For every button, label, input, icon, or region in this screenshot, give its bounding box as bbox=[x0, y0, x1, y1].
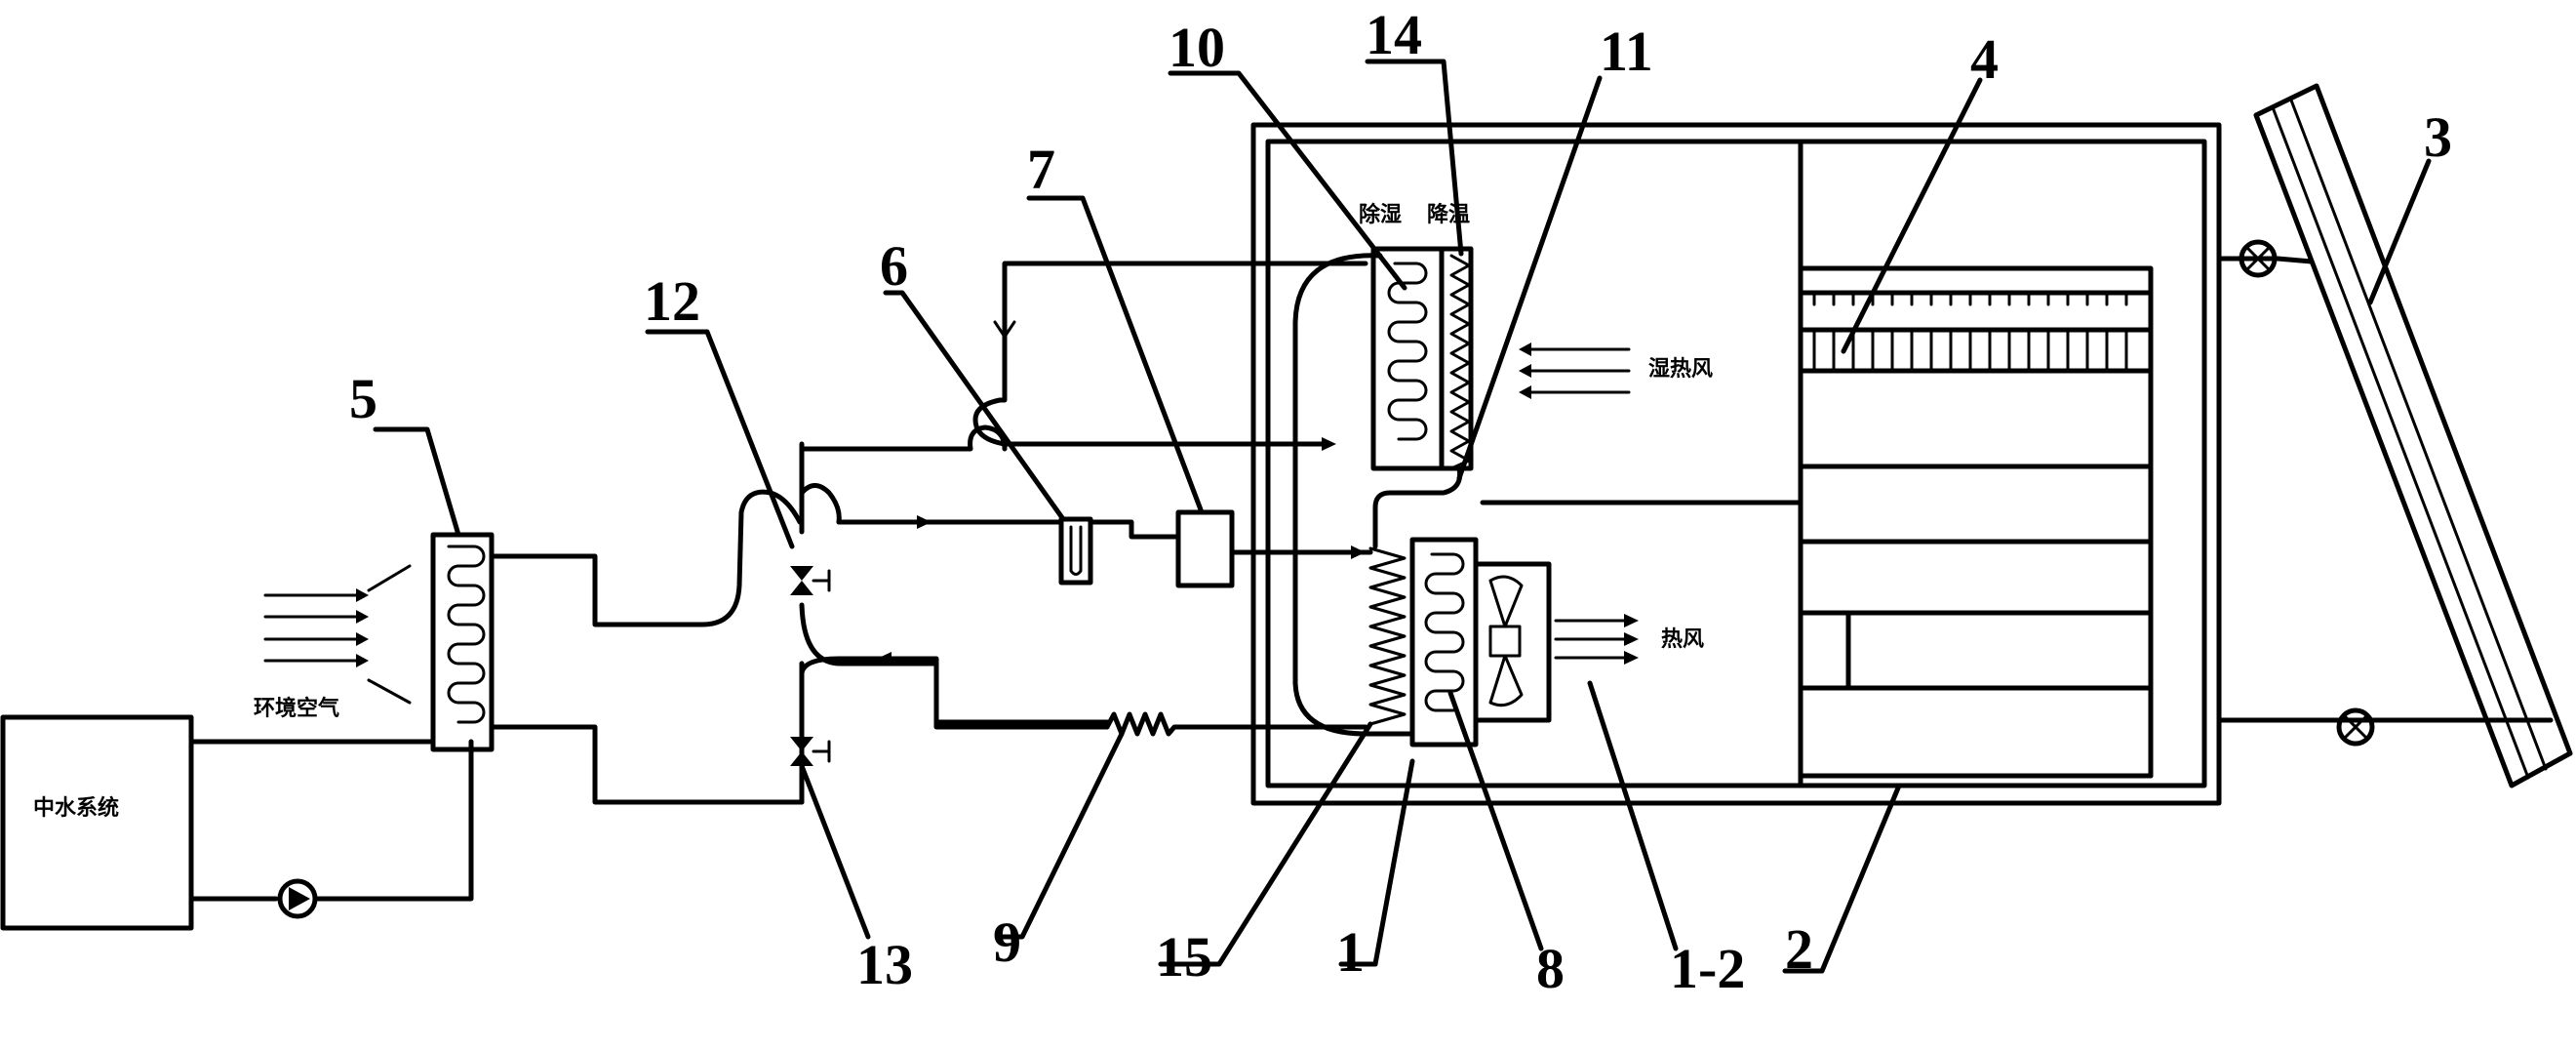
label-2: 2 bbox=[1785, 917, 1813, 981]
dryer-cabinet-inner bbox=[1265, 139, 2207, 788]
drying-racks-4 bbox=[1798, 265, 2154, 779]
ambient-air-label: 环境空气 bbox=[254, 696, 339, 721]
cool-label: 降温 bbox=[1427, 203, 1470, 227]
pipe-top-loop bbox=[972, 261, 1368, 447]
label-8: 8 bbox=[1536, 937, 1565, 1000]
label-15: 15 bbox=[1156, 925, 1212, 989]
condenser-8-coil bbox=[1424, 552, 1465, 712]
pipe-precooler-down bbox=[1372, 465, 1463, 549]
solar-pump-bottom-icon bbox=[2336, 707, 2375, 747]
label-13: 13 bbox=[856, 933, 913, 996]
expansion-coil-9 bbox=[1104, 711, 1368, 737]
label-14: 14 bbox=[1366, 3, 1422, 66]
label-4: 4 bbox=[1970, 27, 1999, 91]
compressor-7 bbox=[1175, 509, 1235, 588]
flow-arrow-1 bbox=[917, 515, 931, 529]
pipe-hx5-upper bbox=[489, 489, 803, 627]
solar-pump-top-icon bbox=[2239, 239, 2278, 278]
valve-12-icon bbox=[790, 566, 831, 595]
capillary-6-icon bbox=[1058, 516, 1093, 586]
precooler-14-spiral bbox=[1449, 254, 1471, 470]
dehumid-label: 除湿 bbox=[1359, 202, 1402, 227]
label-6: 6 bbox=[880, 234, 908, 298]
label-1-2: 1-2 bbox=[1670, 937, 1745, 1000]
pipe-hx5-lower bbox=[489, 724, 805, 805]
pipe-valve-branch bbox=[799, 483, 1008, 525]
humid-hot-air-arrows bbox=[1519, 343, 1631, 399]
fan-icon bbox=[1473, 561, 1552, 723]
hot-air-arrows bbox=[1554, 614, 1639, 665]
label-3: 3 bbox=[2424, 105, 2452, 169]
pipe-capillary-to-compressor bbox=[1002, 519, 1181, 540]
greywater-system-label: 中水系统 bbox=[33, 795, 119, 821]
dryer-cabinet-outer bbox=[1250, 122, 2222, 806]
condenser-8 bbox=[1409, 537, 1479, 747]
greywater-return-pipe bbox=[188, 739, 474, 902]
greywater-system-box bbox=[0, 714, 194, 931]
pipe-main-top bbox=[799, 424, 1329, 525]
hot-air-label: 热风 bbox=[1661, 626, 1704, 652]
heat-exchanger-5-coil bbox=[447, 545, 486, 724]
pipe-top-arrow-head bbox=[993, 320, 1016, 339]
flow-arrow-2 bbox=[1322, 437, 1336, 451]
leader-lines bbox=[373, 59, 2432, 974]
valve-13-icon bbox=[790, 737, 831, 766]
reheat-coil-15 bbox=[1368, 546, 1407, 726]
pipe-lower-return bbox=[799, 656, 1110, 730]
ambient-air-arrows bbox=[263, 564, 412, 705]
circulation-pump-icon bbox=[277, 878, 318, 919]
label-7: 7 bbox=[1027, 138, 1055, 201]
label-11: 11 bbox=[1600, 20, 1653, 83]
solar-pipe-top bbox=[2216, 256, 2315, 264]
air-duct-loop bbox=[1292, 253, 1412, 737]
heat-exchanger-5 bbox=[430, 532, 495, 752]
label-10: 10 bbox=[1169, 16, 1225, 79]
precooler-14 bbox=[1439, 246, 1474, 471]
humid-hot-air-label: 湿热风 bbox=[1648, 356, 1713, 382]
evaporator-10-coil bbox=[1387, 262, 1428, 441]
label-9: 9 bbox=[993, 910, 1021, 974]
label-5: 5 bbox=[349, 367, 377, 430]
label-12: 12 bbox=[644, 269, 700, 333]
flow-arrow-return bbox=[877, 652, 892, 666]
label-1: 1 bbox=[1336, 920, 1365, 984]
solar-collector-3 bbox=[2253, 83, 2573, 788]
flow-arrow-compressor bbox=[1351, 545, 1366, 559]
